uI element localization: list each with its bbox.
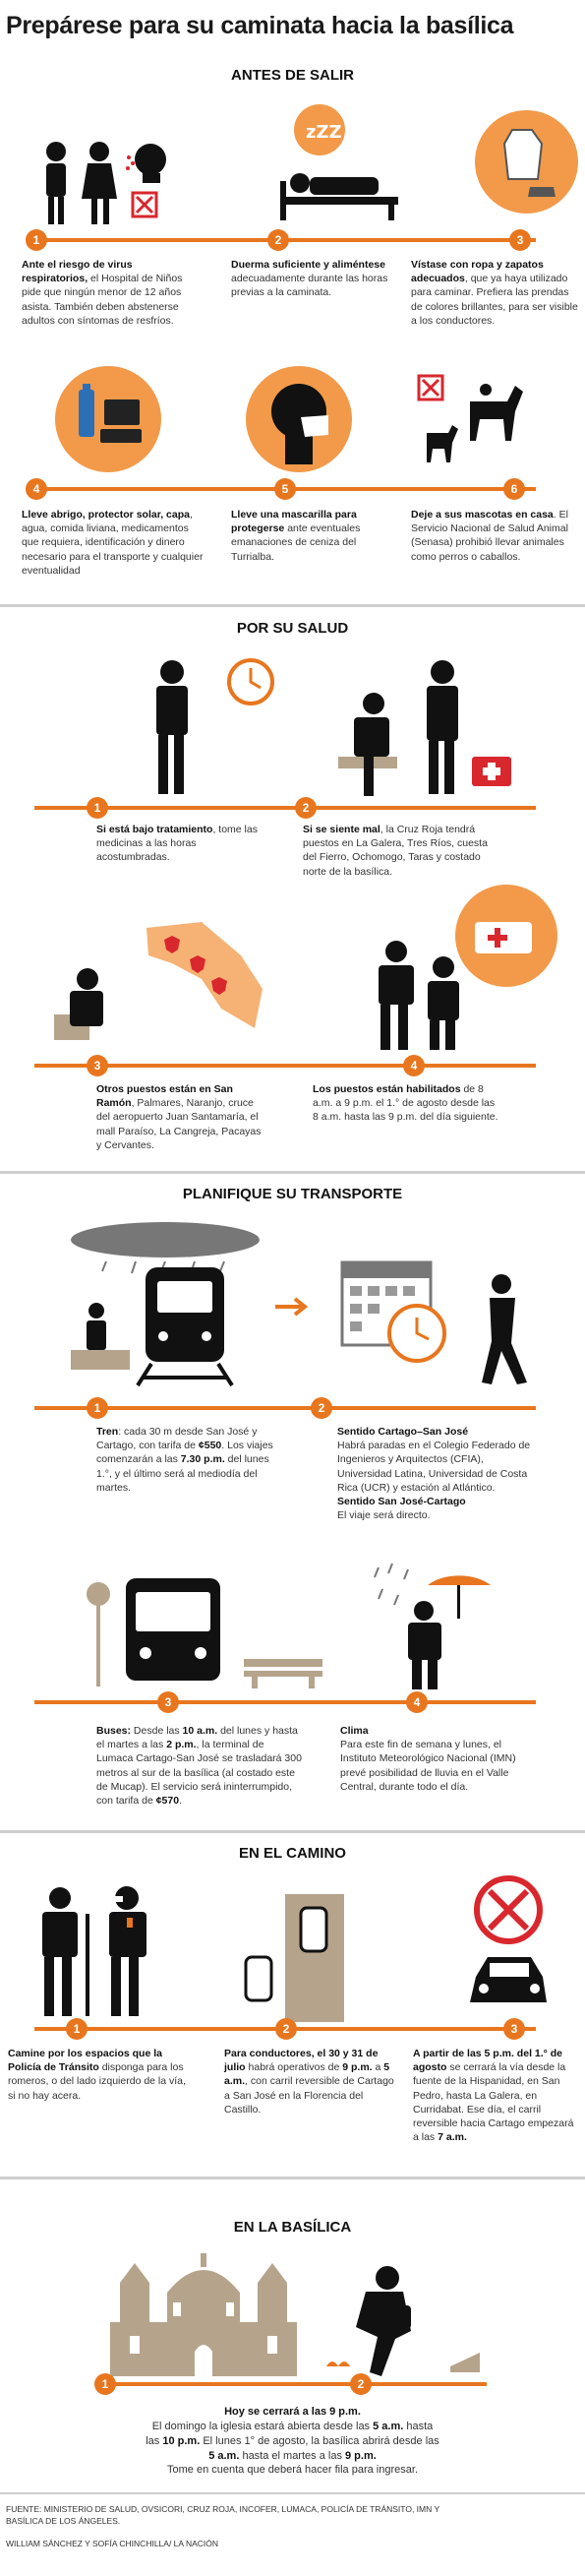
basilica-line-5: Tome en cuenta que deberá hacer fila par… — [167, 2464, 418, 2477]
clima-text: Para este fin de semana y lunes, el Inst… — [340, 1739, 516, 1793]
pets-illustration — [413, 372, 531, 470]
caption-antes-2: Duerma suficiente y aliméntese adecuadam… — [231, 259, 388, 299]
section-title-antes: ANTES DE SALIR — [230, 67, 354, 84]
step-number-1: 1 — [26, 229, 47, 251]
sentido-2-label: Sentido San José-Cartago — [337, 1495, 466, 1507]
section-title-transporte: PLANIFIQUE SU TRANSPORTE — [182, 1186, 403, 1202]
section-title-camino: EN EL CAMINO — [239, 1845, 346, 1862]
clothing-circle-illustration — [475, 110, 578, 214]
basilica-line-2: El domingo la iglesia estará abierta des… — [151, 2420, 434, 2432]
caption-sentido: Sentido Cartago–San José Habrá paradas e… — [337, 1425, 539, 1522]
basilica-line-4: 5 a.m. hasta el martes a las 9 p.m. — [208, 2449, 377, 2462]
step-number-3: 3 — [509, 229, 531, 251]
step-number-3: 3 — [503, 2018, 525, 2040]
reversible-lane-illustration — [236, 1894, 344, 2022]
first-aid-illustration — [334, 654, 556, 802]
caption-antes-6: Deje a sus mascotas en casa. El Servicio… — [411, 509, 568, 563]
sentido-1-label: Sentido Cartago–San José — [337, 1426, 469, 1438]
step-number-1: 1 — [94, 2373, 116, 2395]
sick-children-illustration — [34, 138, 172, 236]
caption-tren: Tren: cada 30 m desde San José y Cartago… — [96, 1426, 273, 1494]
pilgrims-police-illustration — [25, 1874, 162, 2022]
caption-basilica: Hoy se cerrará a las 9 p.m. El domingo l… — [98, 2405, 487, 2478]
step-number-4: 4 — [26, 478, 47, 500]
timeline-salud-2 — [34, 1064, 536, 1068]
medicine-person-illustration — [143, 654, 280, 802]
rain-umbrella-illustration — [369, 1560, 497, 1692]
caption-salud-2: Si se siente mal, la Cruz Roja tendrá pu… — [303, 824, 488, 878]
caption-antes-5: Lleve una mascarilla para protegerse ant… — [231, 509, 361, 563]
kneeling-pilgrim-illustration — [313, 2258, 490, 2381]
step-number-5: 5 — [274, 478, 296, 500]
caption-camino-3: A partir de las 5 p.m. del 1.° de agosto… — [413, 2048, 574, 2144]
sleeping-person-illustration: zZZ — [280, 102, 398, 232]
step-number-1: 1 — [66, 2018, 88, 2040]
divider — [0, 2177, 585, 2179]
timeline-salud-1 — [34, 806, 536, 810]
step-number-2: 2 — [275, 2018, 297, 2040]
map-illustration — [54, 920, 280, 1058]
step-number-2: 2 — [295, 797, 317, 819]
sentido-2-text: El viaje será directo. — [337, 1509, 431, 1522]
mask-circle-illustration — [246, 366, 352, 472]
footer-source: FUENTE: MINISTERIO DE SALUD, OVSICORI, C… — [6, 2504, 439, 2526]
footer-credit: WILLIAM SÁNCHEZ Y SOFÍA CHINCHILLA/ LA N… — [6, 2539, 219, 2548]
supplies-circle-illustration — [55, 366, 161, 472]
train-illustration — [67, 1220, 263, 1387]
caption-salud-1: Si está bajo tratamiento, tome las medic… — [96, 824, 258, 864]
sentido-1-text: Habrá paradas en el Colegio Federado de … — [337, 1440, 531, 1494]
ambulance-illustration — [349, 881, 560, 1058]
divider — [0, 1830, 585, 1833]
step-number-3: 3 — [87, 1055, 108, 1076]
timeline-transporte-2 — [34, 1700, 536, 1704]
step-number-4: 4 — [403, 1055, 425, 1076]
caption-camino-2: Para conductores, el 30 y 31 de julio ha… — [224, 2048, 394, 2116]
caption-antes-3: Vístase con ropa y zapatos adecuados, qu… — [411, 259, 578, 327]
step-number-1: 1 — [87, 797, 108, 819]
basilica-line-1: Hoy se cerrará a las 9 p.m. — [224, 2406, 361, 2418]
clima-label: Clima — [340, 1725, 369, 1737]
caption-camino-1: Camine por los espacios que la Policía d… — [8, 2048, 186, 2102]
caption-buses: Buses: Desde las 10 a.m. del lunes y has… — [96, 1725, 302, 1807]
timeline-basilica — [98, 2382, 487, 2386]
timeline-transporte-1 — [34, 1406, 536, 1410]
step-number-6: 6 — [503, 478, 525, 500]
caption-clima: Clima Para este fin de semana y lunes, e… — [340, 1724, 537, 1794]
step-number-1: 1 — [87, 1397, 108, 1419]
step-number-2: 2 — [267, 229, 289, 251]
calendar-walker-illustration — [334, 1255, 541, 1392]
svg-text:zZZ: zZZ — [306, 122, 342, 143]
divider — [0, 604, 585, 607]
road-closed-illustration — [462, 1874, 556, 2022]
caption-antes-1: Ante el riesgo de virus respiratorios, e… — [22, 259, 183, 327]
basilica-line-3: las 10 p.m. El lunes 1° de agosto, la ba… — [146, 2434, 439, 2447]
step-number-2: 2 — [311, 1397, 332, 1419]
page-title: Prepárese para su caminata hacia la basí… — [6, 12, 514, 39]
bus-illustration — [79, 1574, 334, 1692]
step-number-2: 2 — [350, 2373, 372, 2395]
arrow-right-icon — [273, 1297, 313, 1317]
section-title-salud: POR SU SALUD — [236, 620, 349, 637]
caption-salud-4: Los puestos están habilitados de 8 a.m. … — [313, 1083, 498, 1124]
divider — [0, 2492, 585, 2494]
caption-salud-3: Otros puestos están en San Ramón, Palmar… — [96, 1083, 262, 1151]
section-title-basilica: EN LA BASÍLICA — [233, 2219, 352, 2236]
divider — [0, 1171, 585, 1174]
step-number-3: 3 — [157, 1691, 179, 1713]
basilica-illustration — [110, 2253, 297, 2376]
step-number-4: 4 — [406, 1691, 428, 1713]
caption-antes-4: Lleve abrigo, protector solar, capa, agu… — [22, 509, 204, 577]
